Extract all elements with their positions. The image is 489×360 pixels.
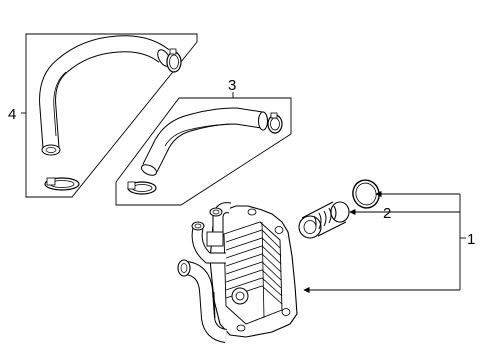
oil-cooler xyxy=(177,202,298,343)
threaded-fitting xyxy=(298,201,350,239)
clamp-4-upper xyxy=(166,48,182,73)
cooler-upper-tubes xyxy=(191,202,232,264)
clamp-3-upper xyxy=(267,112,283,134)
o-ring xyxy=(352,179,380,209)
panel-3-outline xyxy=(115,97,292,206)
hose-4 xyxy=(39,35,171,156)
cooler-side-tube xyxy=(177,259,228,343)
callout-4: 4 xyxy=(8,106,16,123)
callout-1: 1 xyxy=(467,231,475,248)
callout-3: 3 xyxy=(228,77,236,94)
panel-hose-4 xyxy=(21,33,198,198)
hose-3 xyxy=(141,107,268,176)
leader-1 xyxy=(303,190,466,294)
clamp-3-lower xyxy=(127,181,157,195)
panel-hose-3 xyxy=(115,92,292,206)
panel-4-outline xyxy=(25,33,198,198)
callout-2: 2 xyxy=(383,205,391,222)
clamp-4-lower xyxy=(44,177,80,191)
